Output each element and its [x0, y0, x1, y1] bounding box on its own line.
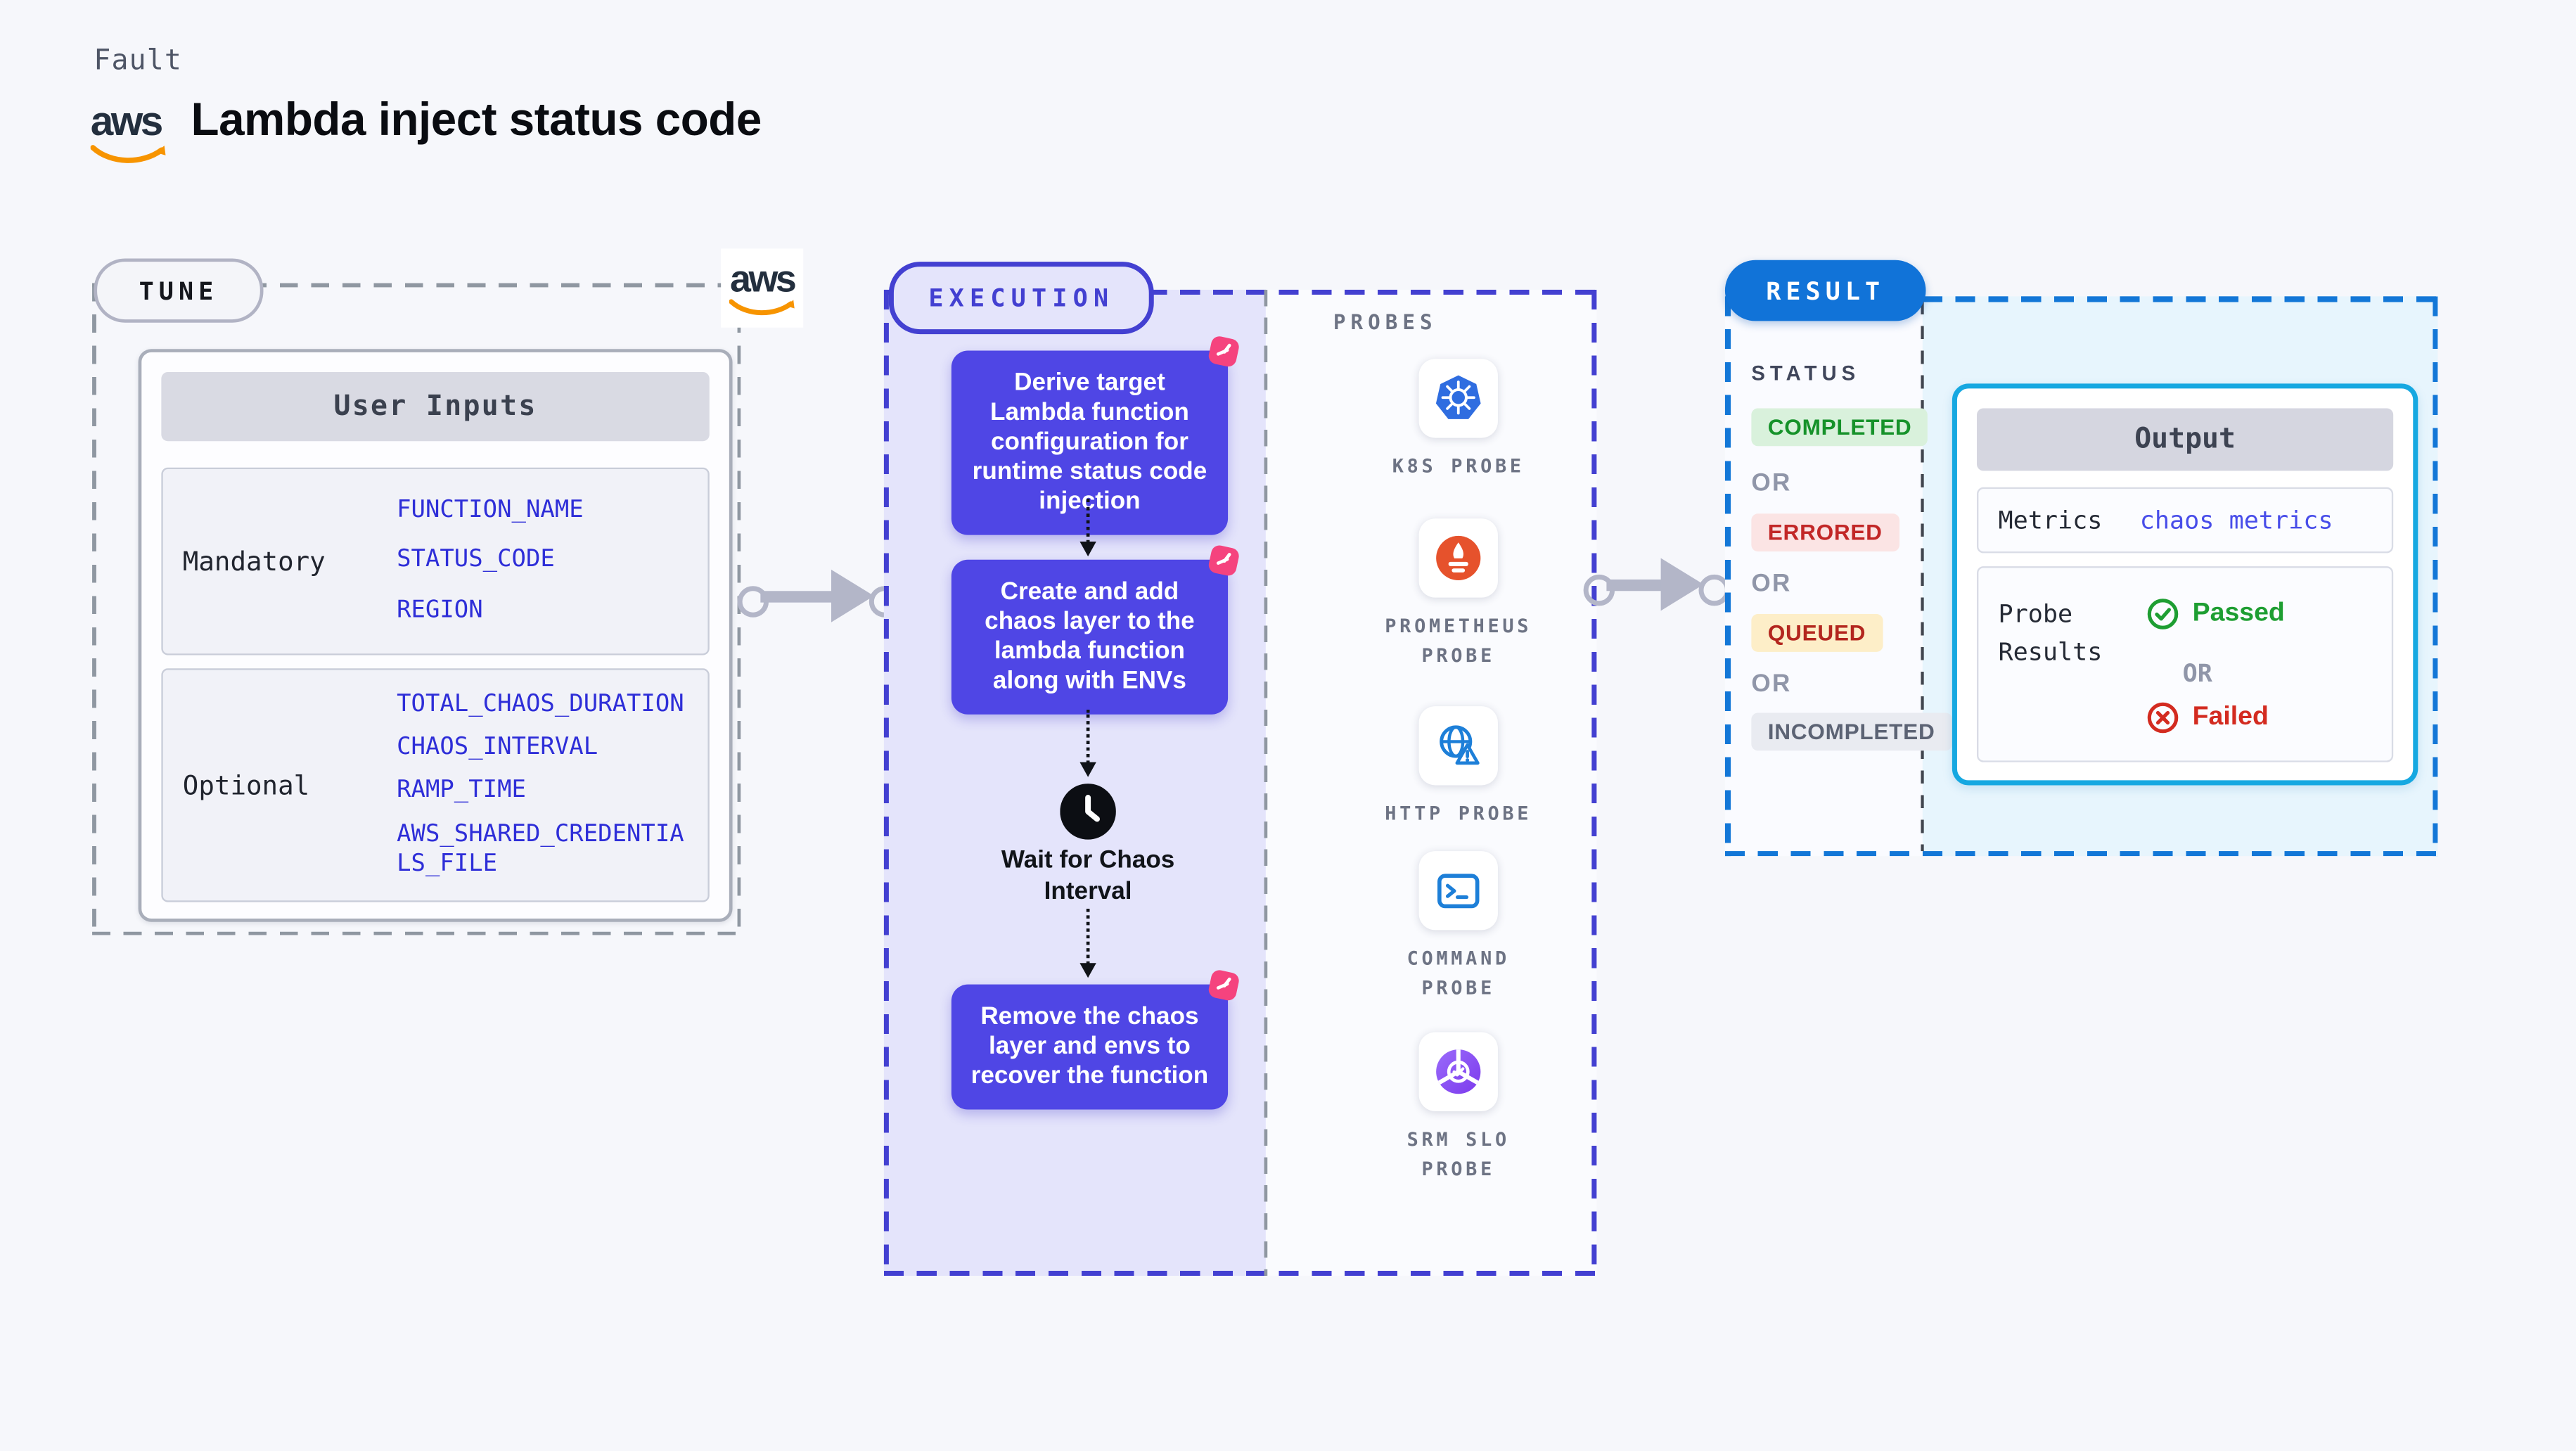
row-label: Optional	[182, 769, 310, 801]
flow-connector-arrow-icon	[1079, 499, 1096, 557]
env-var: FUNCTION_NAME	[397, 497, 584, 523]
step-derive-config: Derive target Lambda function configurat…	[951, 335, 1241, 535]
row-label: Mandatory	[182, 545, 326, 577]
wait-step-label: Wait for Chaos Interval	[1001, 846, 1175, 905]
status-title: STATUS	[1751, 362, 1861, 385]
probe-item-command: COMMAND PROBE	[1376, 851, 1541, 1004]
output-card: Output Metrics chaos metrics Probe Resul…	[1952, 383, 2418, 786]
execution-section-pill: EXECUTION	[888, 262, 1154, 335]
env-var: AWS_SHARED_CREDENTIALS_FILE	[397, 821, 684, 877]
aws-logo-icon: aws	[90, 101, 167, 174]
or-label: OR	[1751, 670, 1792, 698]
aws-smile-swoosh-icon	[90, 145, 166, 163]
or-label: OR	[1751, 569, 1792, 598]
metrics-row: Metrics chaos metrics	[1977, 487, 2394, 554]
probe-result-passed: Passed	[2146, 598, 2285, 631]
status-badge-queued: QUEUED	[1751, 614, 1883, 652]
clock-icon	[1060, 784, 1116, 848]
env-var: CHAOS_INTERVAL	[397, 734, 598, 761]
check-circle-icon	[2147, 599, 2179, 629]
or-label: OR	[1751, 469, 1792, 497]
or-label: OR	[2182, 658, 2212, 689]
probe-results-row: Probe Results Passed OR Failed	[1977, 566, 2394, 762]
status-badge-errored: ERRORED	[1751, 513, 1899, 552]
output-card-header: Output	[1977, 408, 2394, 471]
metrics-value: chaos metrics	[2139, 505, 2333, 535]
step-add-chaos-layer: Create and add chaos layer to the lambda…	[951, 544, 1241, 715]
probes-title: PROBES	[1333, 309, 1437, 335]
aws-smile-swoosh-icon	[729, 298, 795, 314]
probe-item-srm-slo: SRM SLO PROBE	[1376, 1032, 1541, 1185]
slo-gauge-icon	[1418, 1032, 1498, 1111]
user-inputs-table: User Inputs Mandatory FUNCTION_NAME STAT…	[138, 349, 733, 922]
env-var: STATUS_CODE	[397, 546, 555, 573]
flow-connector-arrow-icon	[1079, 908, 1096, 978]
probe-results-label: Probe Results	[1998, 599, 2103, 666]
optional-inputs-row: Optional TOTAL_CHAOS_DURATION CHAOS_INTE…	[161, 668, 710, 902]
status-badge-incompleted: INCOMPLETED	[1751, 712, 1952, 751]
metrics-label: Metrics	[1998, 505, 2103, 535]
fault-kicker: Fault	[94, 44, 183, 78]
probe-item-k8s: K8S PROBE	[1376, 359, 1541, 482]
flow-connector-arrow-icon	[1079, 709, 1096, 777]
probe-item-http: HTTP PROBE	[1376, 706, 1541, 829]
terminal-icon	[1418, 851, 1498, 931]
result-section-pill: RESULT	[1724, 260, 1926, 321]
status-badge-completed: COMPLETED	[1751, 408, 1928, 447]
tune-section-pill: TUNE	[94, 258, 264, 323]
page-title: Lambda inject status code	[191, 94, 762, 145]
kubernetes-icon	[1418, 359, 1498, 438]
probe-result-failed: Failed	[2146, 701, 2269, 734]
mandatory-inputs-row: Mandatory FUNCTION_NAME STATUS_CODE REGI…	[161, 467, 710, 656]
env-var: TOTAL_CHAOS_DURATION	[397, 691, 684, 717]
globe-warning-icon	[1418, 706, 1498, 786]
step-remove-chaos-layer: Remove the chaos layer and envs to recov…	[951, 969, 1241, 1110]
env-var: REGION	[397, 596, 483, 624]
x-circle-icon	[2147, 702, 2179, 734]
aws-logo-icon: aws	[721, 248, 804, 328]
probe-item-prometheus: PROMETHEUS PROBE	[1376, 518, 1541, 671]
prometheus-icon	[1418, 518, 1498, 598]
env-var: RAMP_TIME	[397, 777, 526, 805]
user-inputs-header: User Inputs	[161, 371, 710, 442]
